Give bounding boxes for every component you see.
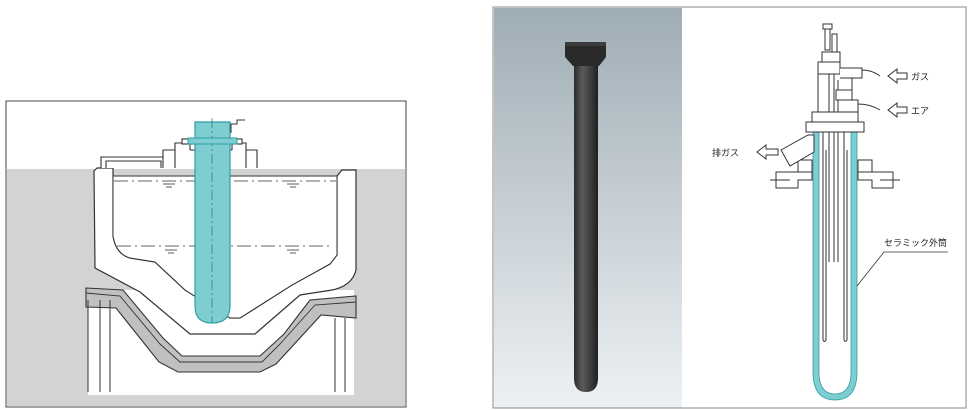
exhaust-pipe	[780, 134, 815, 167]
burner-inner-tubes	[822, 70, 848, 342]
exhaust-outlet-arrow	[756, 143, 779, 161]
ceramic-tube-photo	[574, 64, 598, 392]
burner-head	[805, 23, 865, 133]
tube-photo-panel	[492, 6, 967, 409]
burner-flange	[770, 159, 900, 189]
ceramic-tube-cap	[565, 43, 606, 66]
exhaust-label: 排ガス	[712, 147, 739, 159]
outer-tube-leader	[856, 251, 948, 287]
air-inlet-pipe	[857, 103, 881, 111]
immersion-tube-flange	[187, 137, 238, 145]
furnace-hearth-shell	[85, 287, 357, 373]
air-inlet-arrow	[887, 101, 908, 119]
gas-label: ガス	[911, 72, 929, 83]
gas-inlet-arrow	[887, 67, 908, 85]
ceramic-tube-cap-top	[565, 42, 606, 46]
gas-inlet-pipe	[861, 69, 881, 77]
furnace-diagram	[5, 100, 407, 408]
furnace-hearth-inner-line	[85, 292, 357, 363]
tube-fitting	[230, 119, 245, 133]
immersion-tube	[194, 121, 231, 324]
level-marks	[163, 183, 299, 254]
furnace-lid	[100, 138, 258, 168]
furnace-support-legs	[87, 300, 346, 392]
burner-diagram: ガス エア 排ガス セラミック外筒	[712, 23, 948, 401]
outer-tube-label: セラミック外筒	[884, 237, 947, 249]
air-label: エア	[911, 107, 929, 117]
photo-frame	[492, 6, 967, 409]
ceramic-outer-tube	[812, 129, 858, 401]
